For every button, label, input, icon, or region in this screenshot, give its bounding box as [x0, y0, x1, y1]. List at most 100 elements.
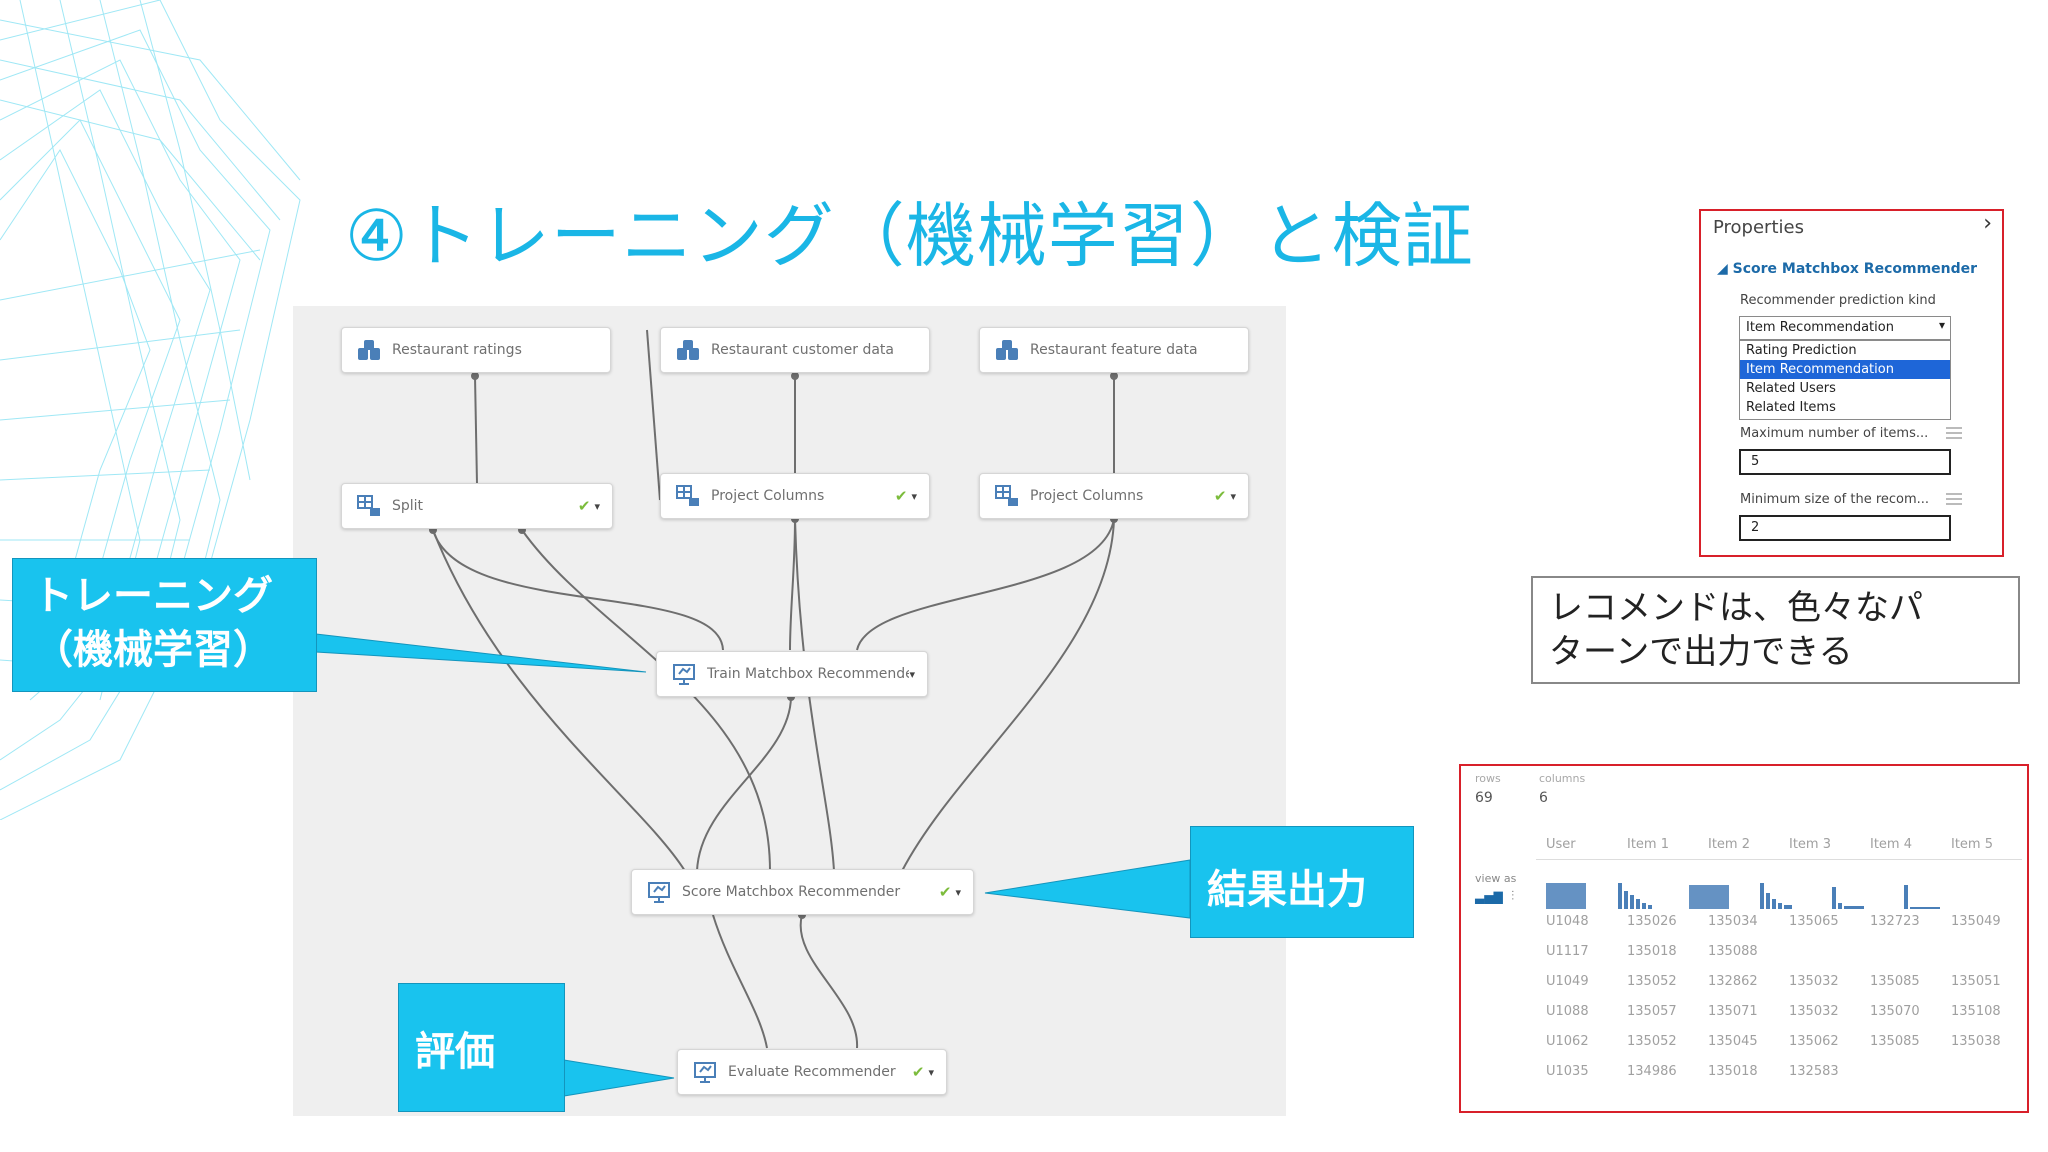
dropdown-arrow-icon: ▾	[1938, 318, 1945, 332]
table-cell[interactable]: 135018	[1708, 1063, 1758, 1079]
table-header-row: User Item 1 Item 2 Item 3 Item 4 Item 5	[1536, 829, 2022, 860]
column-header[interactable]: Item 1	[1617, 829, 1698, 860]
view-as-label: view as	[1475, 872, 1517, 885]
table-row: U1035 134986 135018 132583	[1536, 1056, 2022, 1086]
table-cell[interactable]: 134986	[1627, 1063, 1677, 1079]
node-score-matchbox-recommender[interactable]: Score Matchbox Recommender ✔ ▾	[631, 869, 974, 915]
properties-section-title[interactable]: ◢ Score Matchbox Recommender	[1717, 261, 1977, 277]
table-cell[interactable]: 135038	[1951, 1033, 2001, 1049]
table-cell[interactable]: 132583	[1789, 1063, 1839, 1079]
table-cell[interactable]: 132723	[1870, 913, 1920, 929]
table-cell[interactable]: 135085	[1870, 1033, 1920, 1049]
column-header[interactable]: Item 3	[1779, 829, 1860, 860]
table-cell[interactable]: 135018	[1627, 943, 1677, 959]
prediction-kind-label: Recommender prediction kind	[1740, 293, 1936, 308]
node-split[interactable]: Split ✔ ▾	[341, 483, 613, 529]
chevron-down-icon[interactable]: ▾	[955, 885, 961, 899]
table-cell[interactable]: 132862	[1708, 973, 1758, 989]
min-size-input[interactable]: 2	[1739, 515, 1951, 541]
histogram-view-icon[interactable]: ▃▅▇	[1475, 890, 1503, 904]
table-cell[interactable]: 135034	[1708, 913, 1758, 929]
max-items-label: Maximum number of items...	[1740, 426, 1929, 441]
column-header[interactable]: Item 4	[1860, 829, 1941, 860]
node-label: Project Columns	[711, 488, 825, 504]
table-cell[interactable]: 135070	[1870, 1003, 1920, 1019]
table-cell[interactable]: U1088	[1546, 1003, 1589, 1019]
prediction-kind-select[interactable]: Item Recommendation ▾	[1739, 316, 1951, 340]
node-label: Project Columns	[1030, 488, 1144, 504]
table-cell[interactable]: 135065	[1789, 913, 1839, 929]
table-cell[interactable]: U1035	[1546, 1063, 1589, 1079]
chevron-down-icon[interactable]: ▾	[911, 489, 917, 503]
option-related-items[interactable]: Related Items	[1746, 400, 1836, 415]
table-cell[interactable]	[1860, 936, 1941, 966]
node-train-matchbox-recommender[interactable]: Train Matchbox Recommender ▾	[656, 651, 928, 697]
column-header[interactable]: Item 5	[1941, 829, 2022, 860]
dataset-icon	[996, 340, 1018, 360]
table-cell[interactable]: 135108	[1951, 1003, 2001, 1019]
node-label: Train Matchbox Recommender	[707, 666, 910, 682]
table-transform-icon	[357, 495, 380, 516]
column-header[interactable]: User	[1536, 829, 1617, 860]
prediction-kind-options[interactable]: Rating Prediction Item Recommendation Re…	[1739, 340, 1951, 420]
max-items-input[interactable]: 5	[1739, 449, 1951, 475]
table-cell[interactable]: 135052	[1627, 973, 1677, 989]
table-cell[interactable]: U1062	[1546, 1033, 1589, 1049]
param-menu-icon[interactable]	[1946, 493, 1962, 507]
table-cell[interactable]	[1860, 1056, 1941, 1086]
status-check-icon: ✔	[911, 1063, 925, 1081]
status-check-icon: ✔	[894, 487, 908, 505]
columns-label: columns	[1539, 772, 1586, 785]
option-rating-prediction[interactable]: Rating Prediction	[1746, 343, 1857, 358]
status-check-icon: ✔	[1213, 487, 1227, 505]
table-cell[interactable]	[1941, 936, 2022, 966]
table-cell[interactable]	[1779, 936, 1860, 966]
node-restaurant-customer-data[interactable]: Restaurant customer data	[660, 327, 930, 373]
callout-training-line1: トレーニング	[33, 573, 273, 619]
chevron-down-icon[interactable]: ▾	[928, 1065, 934, 1079]
table-cell[interactable]: U1048	[1546, 913, 1589, 929]
table-row: U1049 135052 132862 135032 135085 135051	[1536, 966, 2022, 996]
table-cell[interactable]: 135032	[1789, 1003, 1839, 1019]
note-text-line1: レコメンドは、色々なパ	[1549, 588, 1923, 628]
column-header[interactable]: Item 2	[1698, 829, 1779, 860]
properties-panel: Properties › ◢ Score Matchbox Recommende…	[1699, 209, 2004, 557]
table-cell[interactable]: 135085	[1870, 973, 1920, 989]
table-cell[interactable]: 135049	[1951, 913, 2001, 929]
properties-section-label: Score Matchbox Recommender	[1732, 261, 1978, 277]
table-cell[interactable]: 135051	[1951, 973, 2001, 989]
callout-evaluation: 評価	[398, 983, 565, 1112]
table-transform-icon	[676, 485, 699, 506]
table-cell[interactable]: 135045	[1708, 1033, 1758, 1049]
chevron-down-icon[interactable]: ▾	[594, 499, 600, 513]
collapse-chevron-icon[interactable]: ›	[1983, 211, 1992, 236]
table-cell[interactable]	[1941, 1056, 2022, 1086]
node-project-columns-2[interactable]: Project Columns ✔ ▾	[979, 473, 1249, 519]
table-cell[interactable]: 135057	[1627, 1003, 1677, 1019]
table-cell[interactable]: U1117	[1546, 943, 1589, 959]
chevron-down-icon[interactable]: ▾	[1230, 489, 1236, 503]
node-restaurant-feature-data[interactable]: Restaurant feature data	[979, 327, 1249, 373]
output-panel: rows 69 columns 6 view as ▃▅▇ ⫶ User Ite…	[1459, 764, 2029, 1113]
table-row: U1117 135018 135088	[1536, 936, 2022, 966]
table-cell[interactable]: U1049	[1546, 973, 1589, 989]
status-check-icon: ✔	[577, 497, 591, 515]
node-evaluate-recommender[interactable]: Evaluate Recommender ✔ ▾	[677, 1049, 947, 1095]
option-related-users[interactable]: Related Users	[1746, 381, 1836, 396]
node-project-columns-1[interactable]: Project Columns ✔ ▾	[660, 473, 930, 519]
table-cell[interactable]: 135088	[1708, 943, 1758, 959]
table-cell[interactable]: 135032	[1789, 973, 1839, 989]
training-module-icon	[694, 1062, 716, 1083]
box-plot-view-icon[interactable]: ⫶	[1511, 889, 1515, 904]
table-cell[interactable]: 135062	[1789, 1033, 1839, 1049]
table-cell[interactable]: 135071	[1708, 1003, 1758, 1019]
wireframe-decoration	[0, 0, 301, 820]
callout-training-line2: （機械学習）	[33, 627, 273, 673]
param-menu-icon[interactable]	[1946, 427, 1962, 441]
table-cell[interactable]: 135052	[1627, 1033, 1677, 1049]
chevron-down-icon[interactable]: ▾	[909, 667, 915, 681]
table-cell[interactable]: 135026	[1627, 913, 1677, 929]
node-restaurant-ratings[interactable]: Restaurant ratings	[341, 327, 611, 373]
option-item-recommendation[interactable]: Item Recommendation	[1740, 360, 1950, 379]
node-label: Restaurant feature data	[1030, 342, 1198, 358]
